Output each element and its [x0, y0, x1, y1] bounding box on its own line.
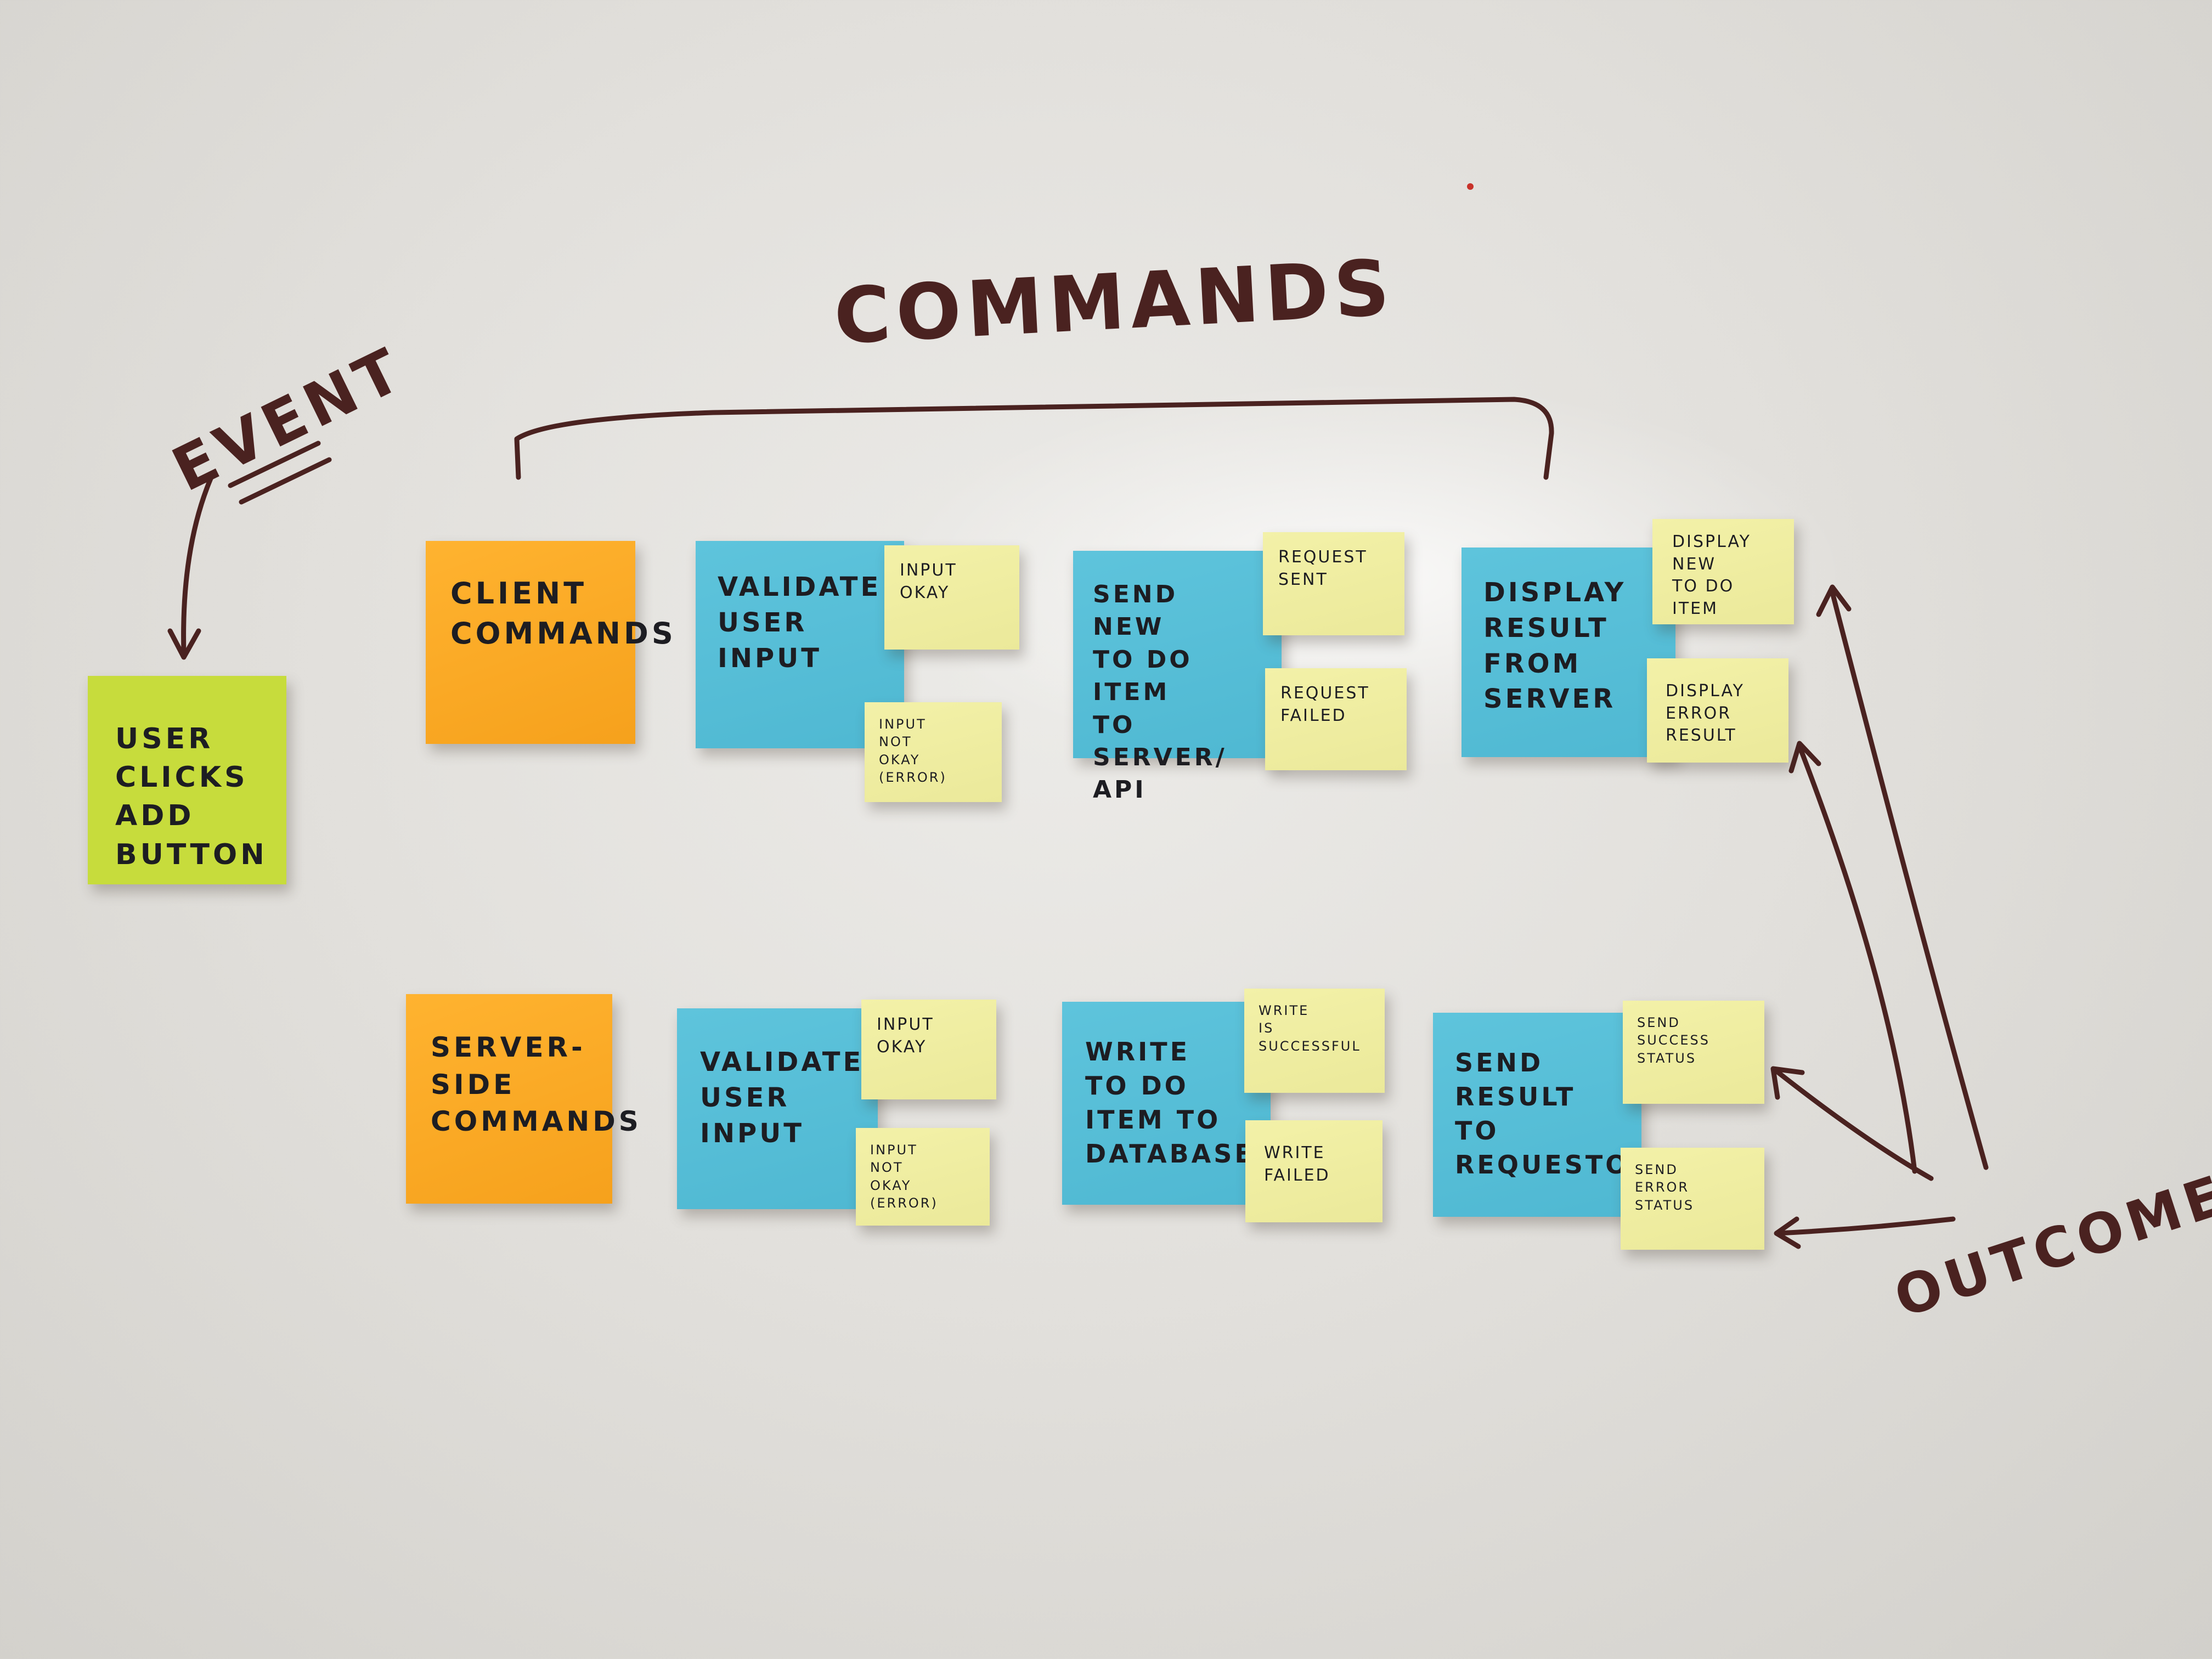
outcome-arrow: [1772, 1067, 1934, 1181]
event-underline: [228, 441, 321, 488]
send-success-note: SEND SUCCESS STATUS: [1623, 1001, 1764, 1104]
event-arrow: [181, 475, 214, 656]
outcome-arrow-head: [1770, 1066, 1805, 1100]
server-commands-note: SERVER- SIDE COMMANDS: [406, 994, 639, 1204]
event-note: USER CLICKS ADD BUTTON: [88, 676, 286, 884]
server-input-not-okay-note: INPUT NOT OKAY (ERROR): [856, 1128, 990, 1226]
write-item-note: WRITE TO DO ITEM TO DATABASE: [1062, 1002, 1271, 1205]
display-error-note: DISPLAY ERROR RESULT: [1647, 658, 1788, 763]
outcome-arrow-head: [1816, 584, 1852, 617]
send-new-item-note: SEND NEW TO DO ITEM TO SERVER/ API: [1073, 551, 1282, 804]
client-commands-note: CLIENT COMMANDS: [426, 541, 673, 744]
commands-bracket: [514, 397, 1554, 480]
event-underline: [239, 457, 332, 505]
outcome-arrow: [1797, 743, 1917, 1174]
event-arrow-head: [167, 628, 201, 660]
client-input-okay-note: INPUT OKAY: [884, 545, 1019, 650]
server-input-okay-note: INPUT OKAY: [861, 1000, 996, 1099]
display-new-item-note: DISPLAY NEW TO DO ITEM: [1652, 519, 1794, 624]
write-failed-note: WRITE FAILED: [1245, 1120, 1383, 1222]
request-sent-note: REQUEST SENT: [1263, 532, 1404, 635]
client-input-not-okay-note: INPUT NOT OKAY (ERROR): [865, 702, 1002, 802]
outcome-arrow: [1830, 590, 1989, 1170]
send-error-note: SEND ERROR STATUS: [1621, 1148, 1764, 1250]
red-marker-dot: [1467, 183, 1474, 190]
server-validate-note: VALIDATE USER INPUT: [677, 1008, 878, 1209]
outcome-arrow-head: [1788, 741, 1821, 774]
write-successful-note: WRITE IS SUCCESSFUL: [1244, 989, 1385, 1093]
display-result-note: DISPLAY RESULT FROM SERVER: [1462, 548, 1675, 757]
outcome-arrow: [1775, 1216, 1956, 1236]
request-failed-note: REQUEST FAILED: [1265, 668, 1407, 770]
send-result-note: SEND RESULT TO REQUESTOR: [1433, 1013, 1649, 1217]
outcome-arrow-head: [1774, 1216, 1801, 1249]
